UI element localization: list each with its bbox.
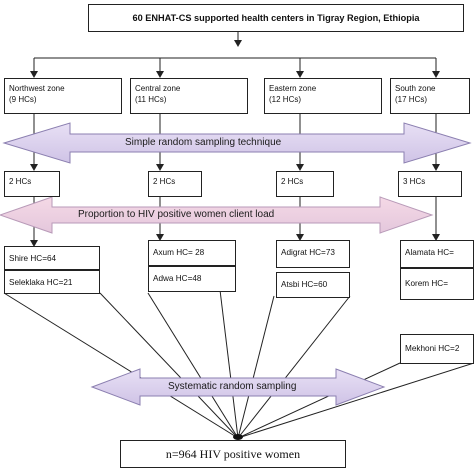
site-label: Axum HC= 28: [153, 248, 205, 257]
site-box: Alamata HC=: [400, 240, 474, 268]
converge-line: [237, 362, 474, 439]
converge-point: [233, 434, 243, 440]
zone-count: (12 HCs): [269, 95, 302, 104]
proportion-label: Proportion to HIV positive women client …: [78, 209, 275, 220]
converge-line: [237, 295, 351, 439]
site-label: Adwa HC=48: [153, 274, 202, 283]
region-title-box: 60 ENHAT-CS supported health centers in …: [88, 4, 464, 32]
double-arrow-proportion: [0, 196, 434, 234]
selected-hcs-central: 2 HCs: [148, 171, 202, 197]
site-box: Atsbi HC=60: [276, 272, 350, 298]
simple-random-label: Simple random sampling technique: [125, 137, 282, 148]
zone-name: Eastern zone: [269, 84, 317, 93]
selected-count: 2 HCs: [281, 177, 304, 186]
site-box: Axum HC= 28: [148, 240, 236, 266]
converge-line: [99, 292, 239, 439]
zone-name: Northwest zone: [9, 84, 65, 93]
double-arrow-systematic: [90, 368, 386, 406]
zone-count: (11 HCs): [135, 95, 167, 104]
site-label: Alamata HC=: [405, 248, 454, 257]
selected-count: 2 HCs: [153, 177, 176, 186]
converge-line: [147, 292, 239, 439]
zone-box-northwest: Northwest zone (9 HCs): [4, 78, 122, 114]
site-box: Seleklaka HC=21: [4, 270, 100, 294]
zone-box-central: Central zone (11 HCs): [130, 78, 248, 114]
selected-hcs-south: 3 HCs: [398, 171, 462, 197]
zone-count: (17 HCs): [395, 95, 428, 104]
site-box: Mekhoni HC=2: [400, 334, 474, 364]
site-box: Shire HC=64: [4, 246, 100, 270]
site-box: Adwa HC=48: [148, 266, 236, 292]
zone-name: Central zone: [135, 84, 181, 93]
selected-count: 3 HCs: [403, 177, 426, 186]
region-title: 60 ENHAT-CS supported health centers in …: [132, 12, 420, 23]
result-box: n=964 HIV positive women: [120, 440, 346, 468]
site-label: Adigrat HC=73: [281, 248, 335, 257]
result-label: n=964 HIV positive women: [165, 446, 301, 461]
site-label: Atsbi HC=60: [281, 280, 328, 289]
double-arrow-simple-random: [2, 122, 472, 164]
zone-count: (9 HCs): [9, 95, 37, 104]
site-label: Mekhoni HC=2: [405, 344, 460, 353]
zone-box-south: South zone (17 HCs): [390, 78, 470, 114]
converge-line: [237, 362, 401, 439]
converge-line: [3, 292, 239, 439]
converge-line: [237, 295, 275, 439]
selected-hcs-northwest: 2 HCs: [4, 171, 60, 197]
site-box: Korem HC=: [400, 268, 474, 300]
zone-name: South zone: [395, 84, 436, 93]
site-label: Shire HC=64: [9, 254, 57, 263]
converge-line: [219, 289, 239, 439]
site-box: Adigrat HC=73: [276, 240, 350, 268]
selected-count: 2 HCs: [9, 177, 32, 186]
selected-hcs-eastern: 2 HCs: [276, 171, 334, 197]
zone-box-eastern: Eastern zone (12 HCs): [264, 78, 382, 114]
systematic-label: Systematic random sampling: [168, 381, 297, 392]
site-label: Korem HC=: [405, 279, 448, 288]
site-label: Seleklaka HC=21: [9, 278, 73, 287]
